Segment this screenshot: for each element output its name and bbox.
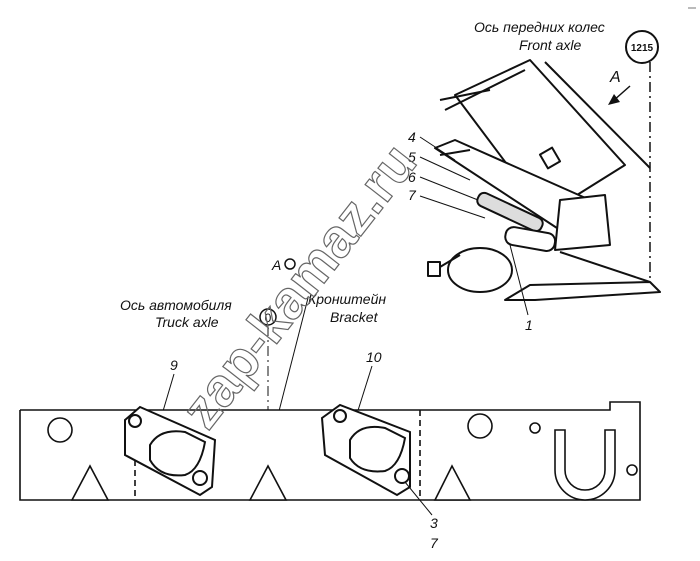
frame-notch-3 [433,464,472,501]
callout-10: 10 [366,349,382,365]
zero-marker-text: 0 [265,311,272,325]
truck-axle-label-en: Truck axle [155,314,219,330]
bracket-label-en: Bracket [330,309,379,325]
front-axle-label-ru: Ось передних колес [474,19,605,35]
callout-5: 5 [408,149,416,165]
bracket-part-10 [320,403,411,497]
view-letter-a: A [271,257,281,273]
view-arrow-a: A [608,69,631,105]
callout-1-leader [509,244,529,316]
view-letter-circle [284,258,296,270]
frame-hole-4 [626,464,638,476]
callout-7-bottom: 7 [430,535,439,551]
callout-7-top: 7 [408,187,417,203]
frame-hole-2 [467,413,493,439]
clamp-line [559,251,651,283]
truck-axle-label-ru: Ось автомобиля [120,297,232,313]
callout-3: 3 [430,515,438,531]
spring-coil [476,191,544,233]
ref-number-badge: 1215 [625,30,659,64]
view-arrow-label: A [609,69,621,86]
frame-hole-1 [47,417,73,443]
right-plate [554,194,611,251]
bracket-label-ru: Кронштейн [308,291,386,307]
bracket-part-9 [124,405,217,497]
clamp-bracket [504,281,661,301]
axle-housing-back-edge [544,61,651,169]
watermark-text: zap-kamaz.ru [170,133,428,440]
callout-6: 6 [408,169,416,185]
hose-loop [447,247,513,293]
frame-hole-3 [529,422,541,434]
front-axle-label-en: Front axle [519,37,581,53]
housing-side-line [439,89,491,101]
front-axle-assembly [427,59,661,301]
hose-end-fitting [504,226,557,252]
callout-1: 1 [525,317,533,333]
callout-3-leader [404,481,433,516]
ref-number-text: 1215 [631,43,654,54]
bolt-head [427,261,441,277]
zero-marker: 0 [259,308,277,326]
callout-4: 4 [408,129,416,145]
frame-u-cutout [554,429,616,501]
frame-notch-1 [70,464,110,501]
plate-line-a [439,149,471,156]
inner-block [538,146,562,170]
callout-9: 9 [170,357,178,373]
frame-notch-2 [248,464,288,501]
callout-leaders-top [419,136,486,219]
bracket-leader [277,297,309,416]
